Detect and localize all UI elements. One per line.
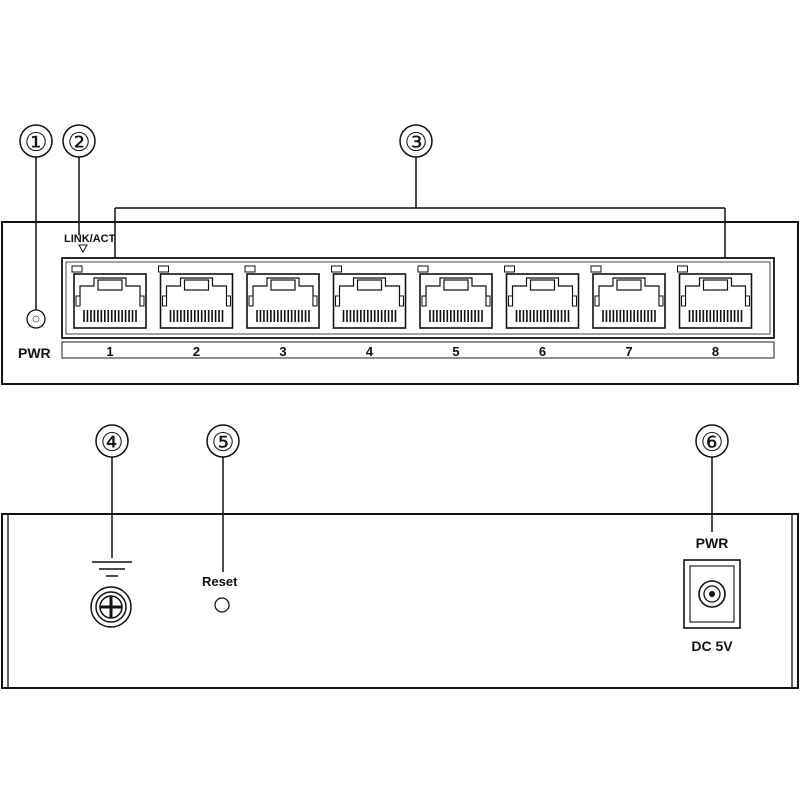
rj45-jack: [73, 273, 147, 329]
link-act-led-icon: [677, 265, 688, 273]
rear-panel-outline: [1, 513, 799, 689]
callout-4: ④: [95, 424, 129, 458]
callout-3-number: ③: [404, 128, 427, 158]
link-act-led-icon: [417, 265, 429, 273]
ethernet-port-7[interactable]: 7: [590, 265, 666, 359]
port-number-label: 5: [452, 344, 459, 359]
reset-hole-icon[interactable]: [214, 597, 230, 613]
power-led-icon: [26, 309, 46, 329]
link-act-led-icon: [504, 265, 515, 273]
port-number-label: 4: [366, 344, 374, 359]
ethernet-port-8[interactable]: 8: [677, 265, 753, 359]
port-number-label: 8: [712, 344, 719, 359]
port-number-label: 3: [279, 344, 286, 359]
callout-2: ②: [62, 124, 96, 158]
link-act-led-icon: [71, 265, 83, 273]
port-number-label: 7: [625, 344, 632, 359]
callout-3: ③: [399, 124, 433, 158]
ethernet-port-6[interactable]: 6: [504, 265, 580, 359]
callout-1: ①: [19, 124, 53, 158]
callout-6-number: ⑥: [700, 428, 723, 458]
link-act-label: LINK/ACT: [64, 233, 116, 245]
ground-icon: [92, 561, 132, 577]
link-act-led-icon: [158, 265, 169, 273]
dc-jack-icon[interactable]: [683, 559, 741, 629]
ethernet-port-4[interactable]: 4: [331, 265, 407, 359]
ethernet-port-5[interactable]: 5: [417, 265, 493, 359]
ground-screw-icon: [90, 586, 132, 628]
pwr-led-label: PWR: [18, 345, 51, 361]
ethernet-port-3[interactable]: 3: [244, 265, 320, 359]
port-number-label: 2: [193, 344, 200, 359]
dc-voltage-label: DC 5V: [691, 638, 733, 654]
link-act-indicator-icon: [78, 244, 88, 254]
callout-5-number: ⑤: [211, 428, 234, 458]
ports: 1 2 3 4 5 6 7 8: [71, 265, 753, 359]
power-input-label: PWR: [696, 535, 729, 551]
rear-panel: ④ ⑤ Reset ⑥ PWR: [1, 424, 799, 689]
callout-6: ⑥: [695, 424, 729, 458]
callout-5: ⑤: [206, 424, 240, 458]
link-act-led-icon: [331, 265, 342, 273]
link-act-led-icon: [590, 265, 602, 273]
front-panel: ① ② ③ LINK/ACT PWR: [1, 124, 799, 385]
reset-label: Reset: [202, 574, 238, 589]
callout-3-bracket: [114, 157, 726, 262]
ethernet-port-2[interactable]: 2: [158, 265, 234, 359]
port-number-label: 1: [106, 344, 113, 359]
callout-4-number: ④: [100, 428, 123, 458]
link-act-led-icon: [244, 265, 256, 273]
callout-1-number: ①: [24, 128, 47, 158]
callout-2-number: ②: [67, 128, 90, 158]
port-label-strip: [61, 341, 775, 359]
port-number-label: 6: [539, 344, 546, 359]
ethernet-port-1[interactable]: 1: [71, 265, 147, 359]
